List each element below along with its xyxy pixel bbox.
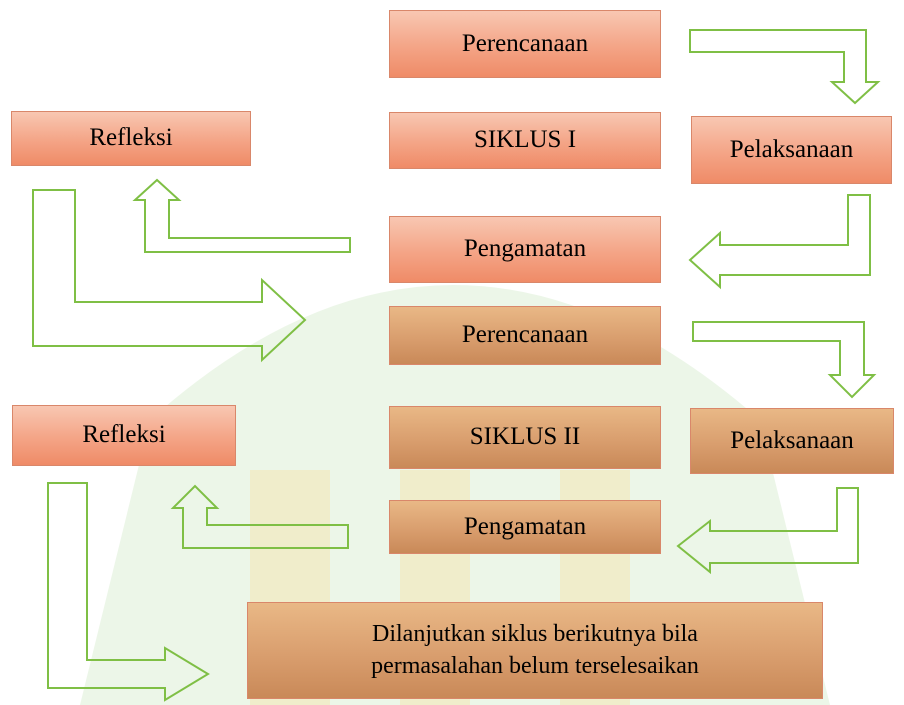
cycle2-observation-label: Pengamatan [463,512,587,540]
arrow-reflection-to-planning-2 [32,189,307,363]
cycle2-planning-box: Perencanaan [389,306,661,365]
continuation-line1: Dilanjutkan siklus berikutnya bila [372,621,698,648]
arrow-observation-to-reflection-2 [170,484,349,549]
arrow-action-to-observation-1 [688,194,871,290]
cycle1-action-box: Pelaksanaan [691,116,892,184]
cycle1-planning-label: Perencanaan [461,29,589,57]
cycle1-title-label: SIKLUS I [473,126,577,154]
cycle2-reflection-box: Refleksi [12,405,236,466]
arrow-action-to-observation-2 [676,487,859,575]
cycle2-observation-box: Pengamatan [389,500,661,554]
arrow-observation-to-reflection-1 [132,178,351,253]
cycle2-action-box: Pelaksanaan [690,408,894,474]
cycle1-observation-box: Pengamatan [389,216,661,283]
arrow-planning-to-action-2 [692,321,877,399]
cycle1-title-box: SIKLUS I [389,112,661,169]
arrow-planning-to-action-1 [689,29,881,105]
cycle1-planning-box: Perencanaan [389,10,661,78]
cycle1-reflection-label: Refleksi [89,124,173,152]
continuation-box: Dilanjutkan siklus berikutnya bila perma… [247,602,823,699]
watermark-letters [250,470,630,705]
cycle2-reflection-label: Refleksi [82,421,166,449]
continuation-line2: permasalahan belum terselesaikan [371,652,699,679]
cycle1-action-label: Pelaksanaan [729,135,854,163]
cycle2-action-label: Pelaksanaan [730,426,854,454]
cycle2-planning-label: Perencanaan [461,321,589,349]
cycle2-title-box: SIKLUS II [389,406,661,469]
arrow-reflection-to-continuation [47,482,210,702]
cycle2-title-label: SIKLUS II [469,423,581,451]
cycle1-observation-label: Pengamatan [463,235,587,263]
watermark-dome [80,285,830,705]
cycle1-reflection-box: Refleksi [11,111,251,166]
